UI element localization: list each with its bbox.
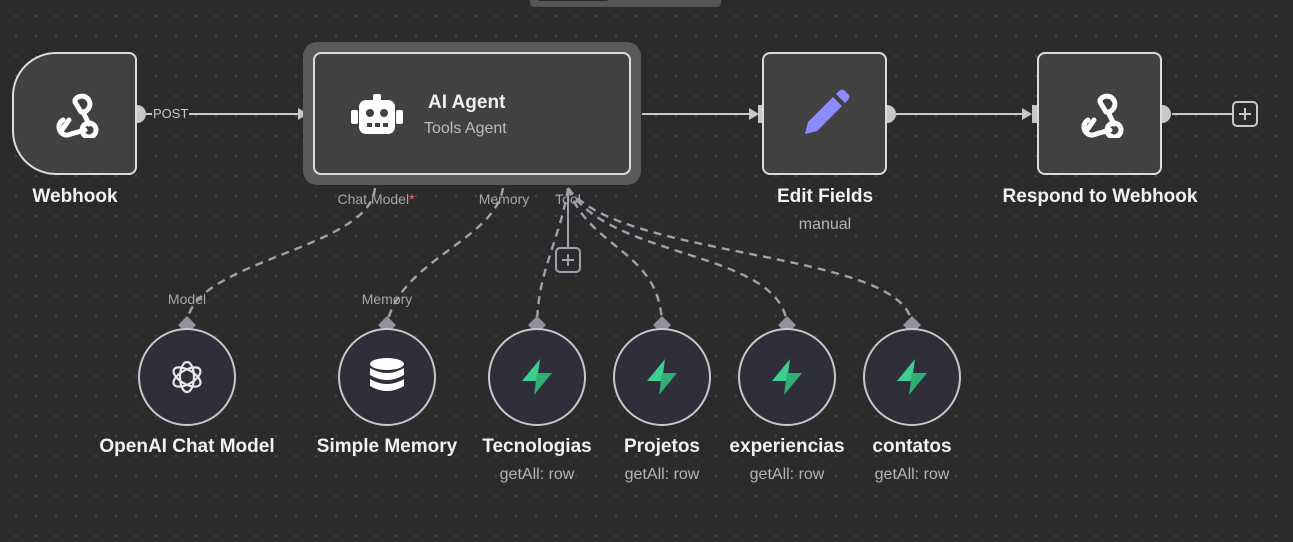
experiencias-sublabel: getAll: row	[749, 466, 825, 483]
supabase-icon	[897, 359, 927, 395]
webhook-label: Webhook	[32, 186, 118, 207]
tecnologias-label: Tecnologias	[482, 436, 592, 457]
add-node-button[interactable]	[1232, 101, 1258, 127]
respond-webhook-label: Respond to Webhook	[1002, 186, 1198, 207]
simple-memory-node[interactable]	[338, 328, 436, 426]
arrow-head	[749, 108, 759, 120]
openai-icon	[172, 360, 202, 394]
database-icon	[370, 358, 404, 391]
edit-fields-sublabel: manual	[798, 216, 852, 233]
experiencias-tool-node[interactable]	[738, 328, 836, 426]
connection-tool-projetos	[566, 187, 664, 325]
projetos-tool-node[interactable]	[613, 328, 711, 426]
webhook-node[interactable]	[12, 52, 137, 175]
contatos-tool-node[interactable]	[863, 328, 961, 426]
add-tool-button[interactable]	[555, 247, 581, 273]
pencil-icon	[804, 89, 849, 134]
robot-icon	[351, 94, 403, 134]
memory-port-label: Memory	[478, 191, 530, 207]
memory-node-port-label: Memory	[361, 291, 413, 307]
ai-agent-title: AI Agent	[428, 92, 506, 113]
webhook-icon	[55, 93, 98, 138]
supabase-icon	[772, 359, 802, 395]
contatos-label: contatos	[872, 436, 952, 457]
connection-tool-experiencias	[566, 187, 789, 325]
experiencias-label: experiencias	[729, 436, 845, 457]
edit-fields-label: Edit Fields	[776, 186, 874, 207]
simple-memory-label: Simple Memory	[316, 436, 458, 457]
toolbar-handle	[538, 0, 608, 1]
connection-memory	[385, 187, 505, 325]
edit-fields-node[interactable]	[762, 52, 887, 175]
tool-port-label: Tool	[555, 191, 581, 207]
respond-input-port	[1032, 105, 1041, 123]
openai-chat-model-label: OpenAI Chat Model	[99, 436, 275, 457]
connection-tool-contatos	[567, 187, 914, 325]
model-port-label: Model	[167, 291, 207, 307]
chat-model-port-label: Chat Model*	[337, 191, 415, 207]
supabase-icon	[522, 359, 552, 395]
post-label: POST	[152, 106, 190, 121]
contatos-sublabel: getAll: row	[874, 466, 950, 483]
arrow-head	[1022, 108, 1032, 120]
connection-tool-tecnologias	[535, 187, 570, 325]
connection-chatmodel	[185, 187, 377, 325]
top-toolbar	[530, 0, 721, 7]
ai-agent-node[interactable]: AI Agent Tools Agent	[313, 52, 631, 175]
webhook-icon	[1080, 93, 1123, 138]
tecnologias-sublabel: getAll: row	[499, 466, 575, 483]
tecnologias-tool-node[interactable]	[488, 328, 586, 426]
ai-agent-subtitle: Tools Agent	[424, 120, 507, 137]
openai-chat-model-node[interactable]	[138, 328, 236, 426]
supabase-icon	[647, 359, 677, 395]
projetos-label: Projetos	[623, 436, 701, 457]
projetos-sublabel: getAll: row	[624, 466, 700, 483]
respond-webhook-node[interactable]	[1037, 52, 1162, 175]
